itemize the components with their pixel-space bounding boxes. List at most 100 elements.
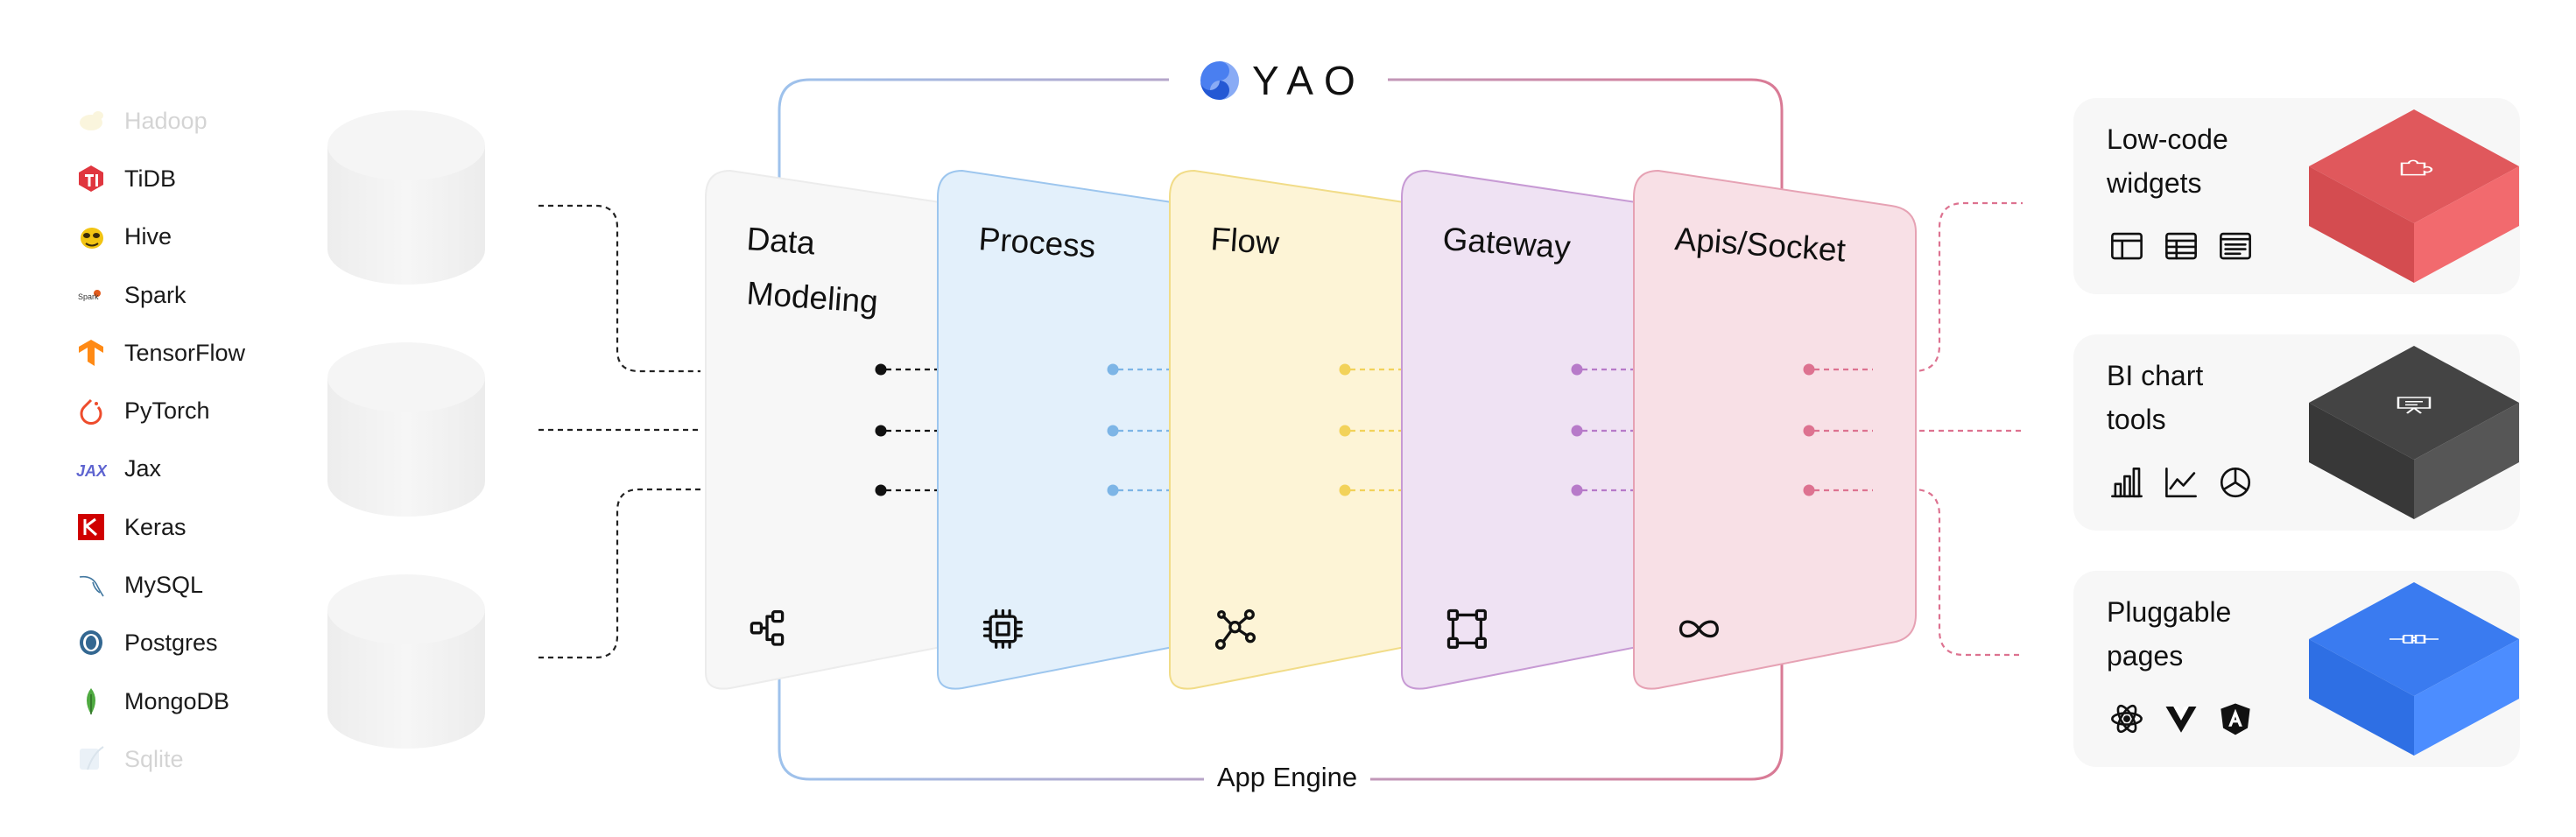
connector-dot [1571,363,1583,376]
svg-text:Spark: Spark [78,292,99,301]
layer-panel-apissocket: Apis/Socket [1633,169,1917,690]
line-chart-icon [2165,467,2197,498]
form-icon [2220,232,2251,260]
card-title-line2: pages [2107,640,2184,672]
spark-icon: Spark [75,279,107,311]
connector-dot [875,425,887,437]
hadoop-icon [75,105,107,137]
input-connectors [538,204,700,659]
card-title-line2: tools [2107,404,2166,435]
gateway-nodes-icon [1446,608,1487,649]
layer-title: Gateway [1441,221,1572,265]
layout-icon [2111,232,2143,260]
infinity-icon [1679,620,1719,638]
vue-icon [2165,707,2197,733]
isometric-cube [2309,109,2519,283]
react-icon [2111,704,2143,734]
connector-dot [1803,484,1815,496]
mongodb-icon [75,686,107,717]
pie-chart-icon-slot [2215,462,2256,503]
svg-text:JAX: JAX [76,462,107,480]
data-model-icon [750,609,785,646]
source-label: Jax [124,455,162,482]
bar-chart-icon-slot [2107,462,2147,503]
source-label: Spark [124,281,187,308]
card-icons [2107,226,2256,266]
bar-chart-icon [2111,467,2143,498]
source-item-jax: JAX Jax [75,440,303,498]
tidb-icon [75,163,107,194]
vue-icon-slot [2161,699,2201,739]
layer-panel-flow: Flow [1169,169,1453,690]
card-title: BI chart tools [2107,354,2308,441]
presentation-icon [2397,397,2432,414]
puzzle-icon [2400,159,2433,176]
layer-title: Flow [1209,221,1280,261]
yao-logo-icon [1200,61,1239,100]
output-card-3: Pluggable pages [2073,571,2520,767]
angular-icon-slot [2215,699,2256,739]
source-item-keras: Keras [75,498,303,556]
connector-dot [1107,363,1119,376]
connector-dot [1107,425,1119,437]
source-item-tensorflow: TensorFlow [75,324,303,382]
source-label: Postgres [124,630,218,657]
connector-dot [1339,425,1351,437]
source-label: TiDB [124,165,176,192]
connector-dot [1803,363,1815,376]
source-item-mysql: MySQL [75,556,303,614]
source-item-postgres: Postgres [75,615,303,672]
database-cylinder-bottom [327,574,485,749]
source-label: TensorFlow [124,339,246,366]
source-label: PyTorch [124,397,210,425]
output-card-2: BI chart tools [2073,334,2520,531]
source-label: Hadoop [124,107,208,134]
layout-icon-slot [2107,226,2147,266]
connector-dot [1571,425,1583,437]
keras-icon [75,511,107,543]
card-title: Pluggable pages [2107,590,2308,678]
layer-panel-process: Process [937,169,1221,690]
card-icons [2107,462,2256,503]
form-icon-slot [2215,226,2256,266]
connector-dot [875,484,887,496]
react-icon-slot [2107,699,2147,739]
table-icon [2165,232,2197,260]
card-title-line1: BI chart [2107,360,2204,391]
source-label: Keras [124,513,187,540]
jax-icon: JAX [75,454,107,485]
connector-dot [1803,425,1815,437]
source-item-hive: Hive [75,208,303,266]
card-title-line1: Pluggable [2107,596,2232,628]
database-cylinder-middle [327,342,485,517]
source-label: Sqlite [124,745,184,772]
source-item-tidb: TiDB [75,150,303,207]
database-cylinder-top [327,110,485,285]
isometric-cube [2309,346,2519,519]
pie-chart-icon [2220,467,2251,498]
connector-dot [1571,484,1583,496]
connector-dot [875,363,887,376]
source-item-spark: Spark Spark [75,266,303,324]
card-title-line2: widgets [2107,167,2202,199]
source-item-sqlite: Sqlite [75,730,303,788]
source-item-pytorch: PyTorch [75,382,303,440]
layer-title: Process [977,221,1096,264]
source-label: Hive [124,223,172,250]
layer-title: Data [745,221,816,261]
card-title-line1: Low-code [2107,123,2228,155]
yao-logo: YAO [1198,58,1366,103]
sqlite-icon [75,743,107,775]
isometric-cube [2309,582,2519,756]
table-icon-slot [2161,226,2201,266]
connector-dot [1339,363,1351,376]
postgres-icon [75,628,107,659]
card-title: Low-code widgets [2107,117,2308,205]
pytorch-icon [75,396,107,427]
app-engine-label: App Engine [1204,762,1370,793]
